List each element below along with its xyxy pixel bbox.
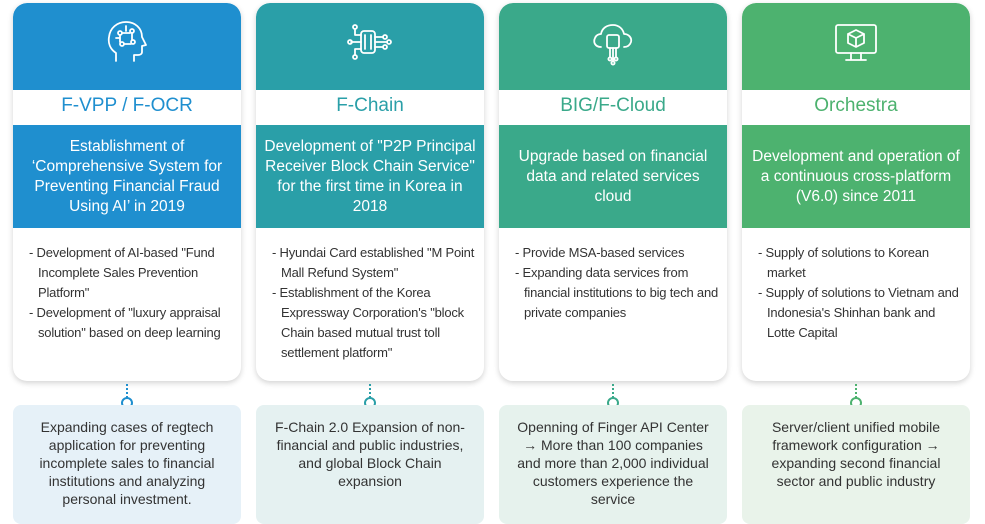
card-icon-area [13,3,241,90]
connector-line [369,384,371,398]
list-item: Provide MSA-based services [515,243,720,263]
list-item: Establishment of the Korea Expressway Co… [272,283,477,363]
outcome-box: Expanding cases of regtech application f… [13,405,241,524]
card-icon-area [742,3,970,90]
solution-title: BIG/F-Cloud [560,95,666,116]
column-f-chain: F-Chain Development of "P2P Principal Re… [256,3,484,524]
connector-line [855,384,857,398]
column-f-vpp: F-VPP / F-OCR Establishment of ‘Comprehe… [13,3,241,524]
monitor-cube-icon [835,24,877,61]
column-orchestra: Orchestra Development and operation of a… [742,3,970,524]
feature-list: Development of AI-based "Fund Incomplete… [29,243,234,343]
list-item: Supply of solutions to Vietnam and Indon… [758,283,963,343]
list-item: Development of "luxury appraisal solutio… [29,303,234,343]
solution-headline: Upgrade based on financial data and rela… [499,125,727,228]
solution-headline: Development and operation of a continuou… [742,125,970,228]
column-big-f-cloud: BIG/F-Cloud Upgrade based on financial d… [499,3,727,524]
feature-list: Hyundai Card established "M Point Mall R… [272,243,477,363]
ai-head-icon [107,21,147,62]
feature-list: Provide MSA-based services Expanding dat… [515,243,720,323]
solution-title: Orchestra [814,95,898,116]
card-icon-area [256,3,484,90]
outcome-box: F-Chain 2.0 Expansion of non-financial a… [256,405,484,524]
list-item: Hyundai Card established "M Point Mall R… [272,243,477,283]
solution-headline: Establishment of ‘Comprehensive System f… [13,125,241,228]
outcome-box: Openning of Finger API Center → More tha… [499,405,727,524]
solution-headline: Development of "P2P Principal Receiver B… [256,125,484,228]
solution-card: F-Chain Development of "P2P Principal Re… [256,3,484,381]
chain-chip-icon [347,24,392,60]
solution-card: F-VPP / F-OCR Establishment of ‘Comprehe… [13,3,241,381]
feature-list: Supply of solutions to Korean market Sup… [758,243,963,343]
solution-title: F-VPP / F-OCR [61,95,193,116]
outcome-box: Server/client unified mobile framework c… [742,405,970,524]
solution-title: F-Chain [336,95,404,116]
connector-line [612,384,614,398]
list-item: Development of AI-based "Fund Incomplete… [29,243,234,303]
solution-card: BIG/F-Cloud Upgrade based on financial d… [499,3,727,381]
card-icon-area [499,3,727,90]
list-item: Expanding data services from financial i… [515,263,720,323]
connector-line [126,384,128,398]
solution-card: Orchestra Development and operation of a… [742,3,970,381]
cloud-chip-icon [593,24,633,66]
list-item: Supply of solutions to Korean market [758,243,963,283]
